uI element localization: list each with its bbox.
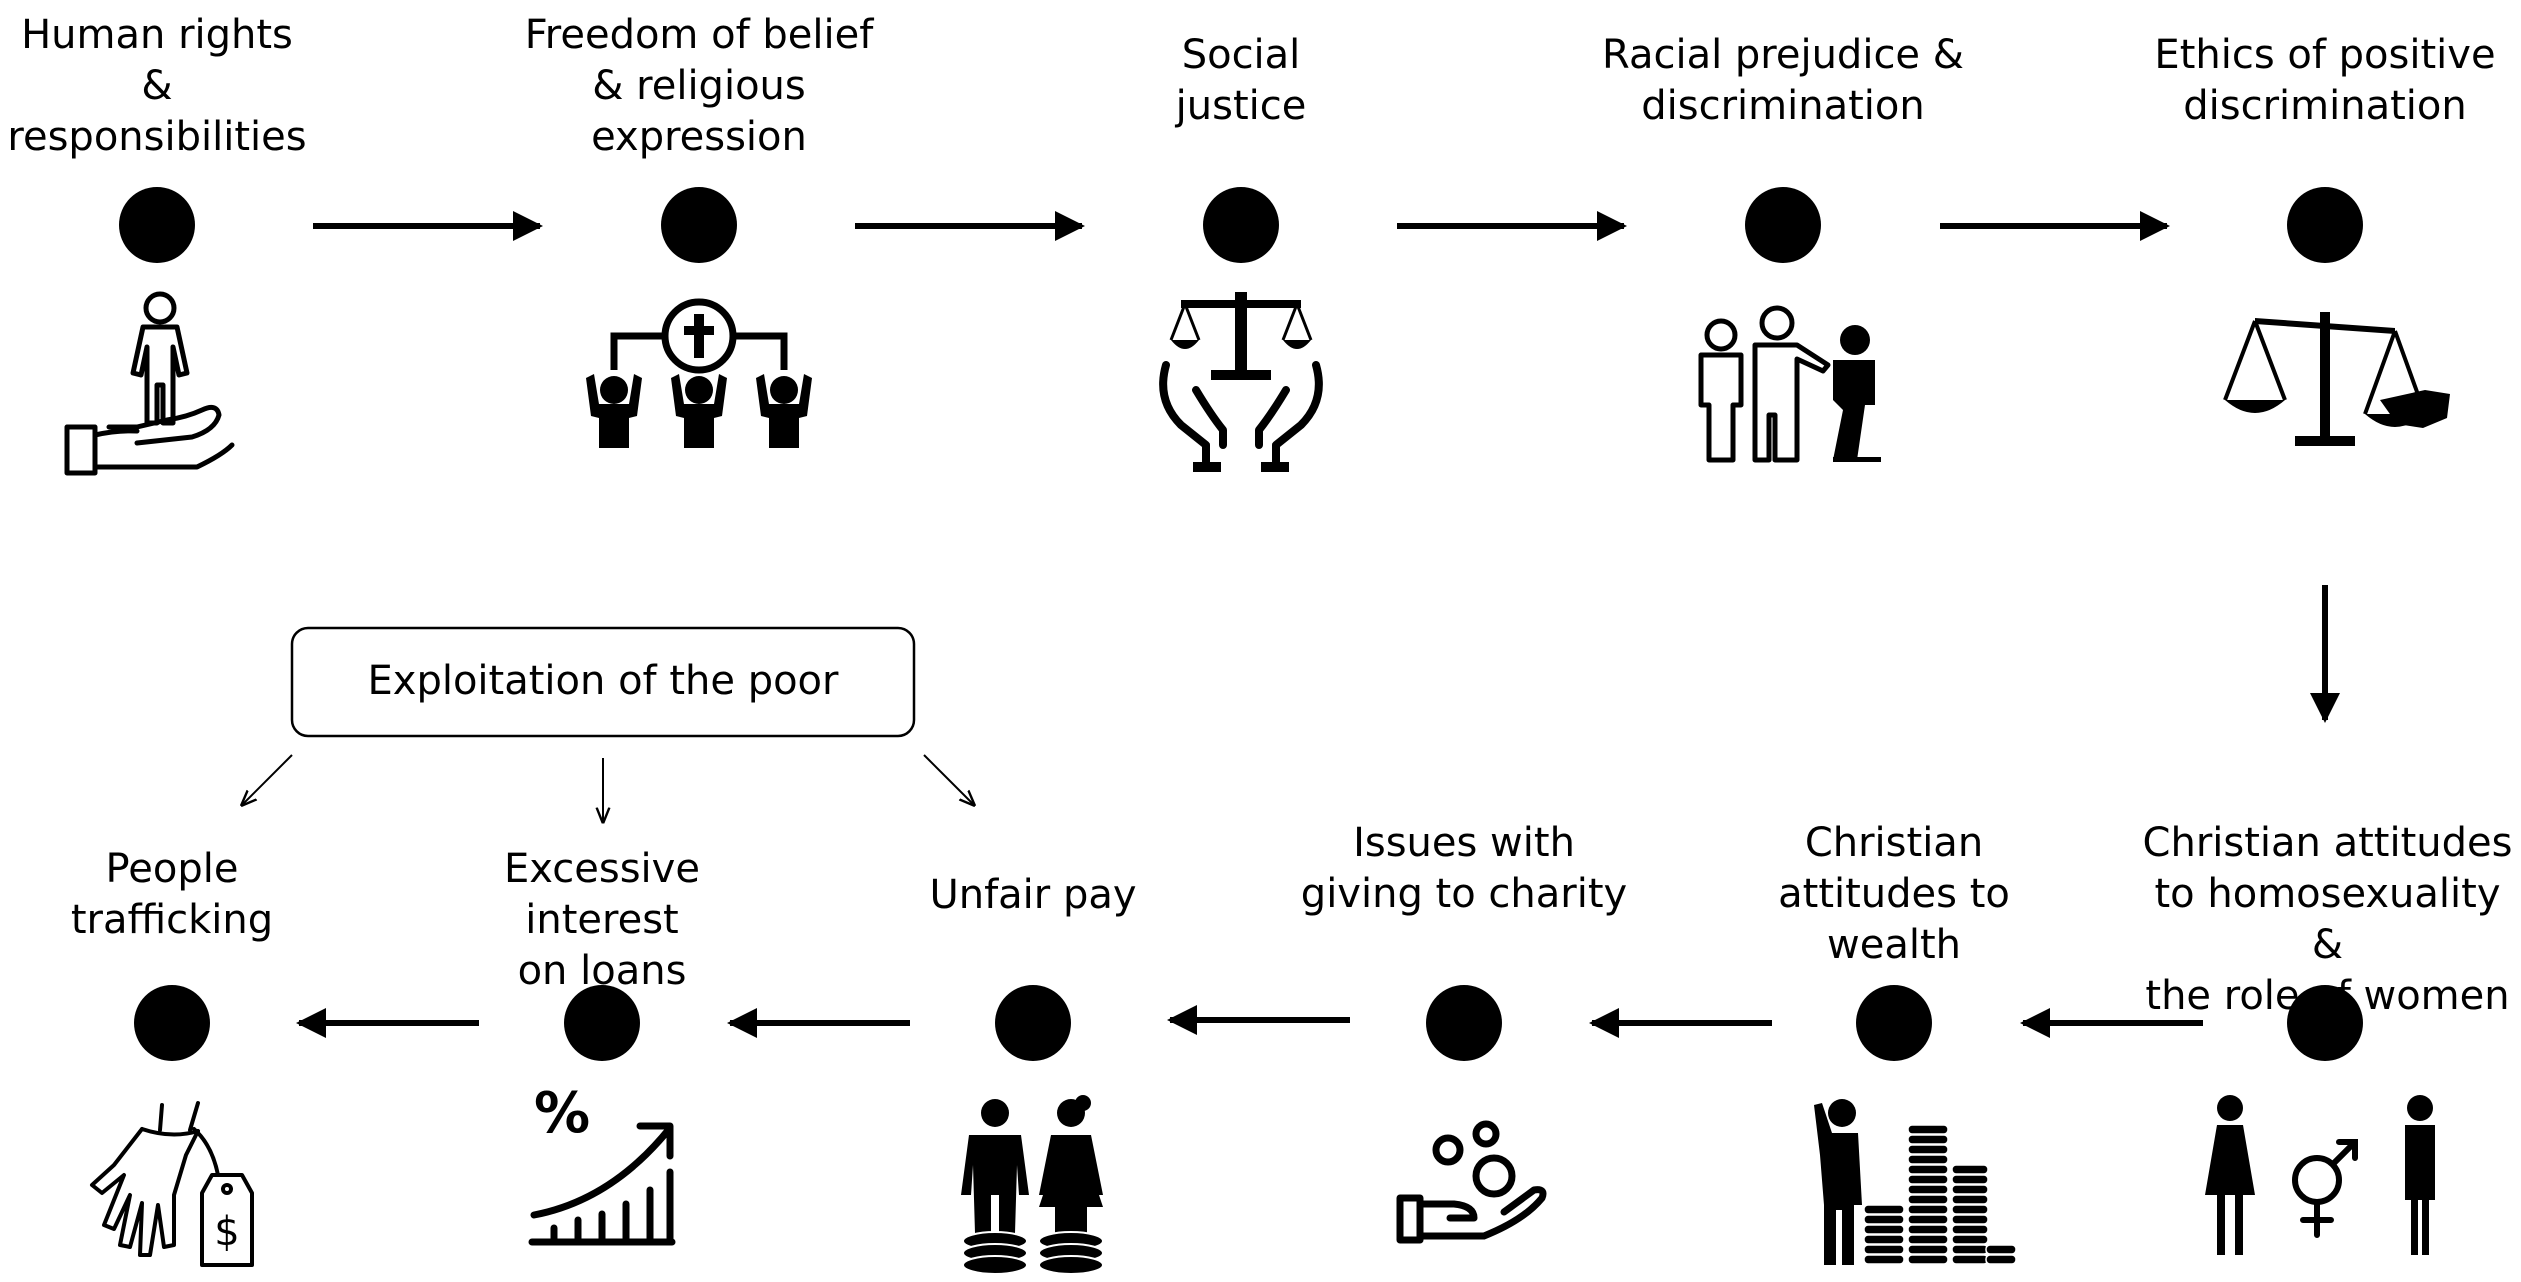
node-label-positive-discrimination: Ethics of positive discrimination [2154,32,2496,129]
node-label-wealth: Christian attitudes to wealth [1778,820,2010,968]
node-dot-unfair-pay [995,985,1071,1061]
node-label-homosexuality-women: Christian attitudes to homosexuality & t… [2142,820,2513,1019]
node-dot-interest-loans [564,985,640,1061]
rising-percentage-icon: % [528,1081,676,1246]
node-dot-charity [1426,985,1502,1061]
node-dot-positive-discrimination [2287,187,2363,263]
node-dot-homosexuality-women [2287,985,2363,1061]
hand-giving-coins-icon [1396,1120,1547,1244]
node-label-charity: Issues with giving to charity [1300,820,1628,917]
religious-community-icon [586,298,812,448]
svg-text:%: % [534,1081,590,1146]
tied-hands-price-tag-icon: $ [90,1101,254,1267]
svg-text:$: $ [214,1209,239,1255]
exploitation-arrows [242,754,974,822]
node-label-racial-prejudice: Racial prejudice & discrimination [1602,32,1964,129]
node-dots [119,187,2363,1061]
node-label-unfair-pay: Unfair pay [929,872,1137,918]
node-label-social-justice: Social justice [1175,32,1307,129]
scales-in-hands-icon [1159,292,1323,472]
gender-symbols-icon [2205,1095,2435,1255]
node-dot-racial-prejudice [1745,187,1821,263]
node-dot-trafficking [134,985,210,1061]
node-label-trafficking: People trafficking [70,846,274,943]
flow-arrows [296,211,2340,1038]
discrimination-people-icon [1698,305,1881,463]
exploitation-arrow-pay [923,754,974,805]
man-with-coins-icon [1814,1099,2017,1265]
exploitation-box [290,626,916,738]
node-dot-human-rights [119,187,195,263]
node-label-interest-loans: Excessive interest on loans [504,846,700,994]
node-label-freedom-belief: Freedom of belief & religious expression [524,12,874,160]
exploitation-arrow-trafficking [242,754,293,805]
node-dot-social-justice [1203,187,1279,263]
tipped-scales-icon [2223,312,2450,446]
unequal-pay-icon [961,1095,1104,1275]
node-dot-wealth [1856,985,1932,1061]
node-dot-freedom-belief [661,187,737,263]
node-label-human-rights: Human rights & responsibilities [7,12,307,160]
hand-holding-person-icon [64,291,235,476]
exploitation-box-label: Exploitation of the poor [367,658,839,704]
